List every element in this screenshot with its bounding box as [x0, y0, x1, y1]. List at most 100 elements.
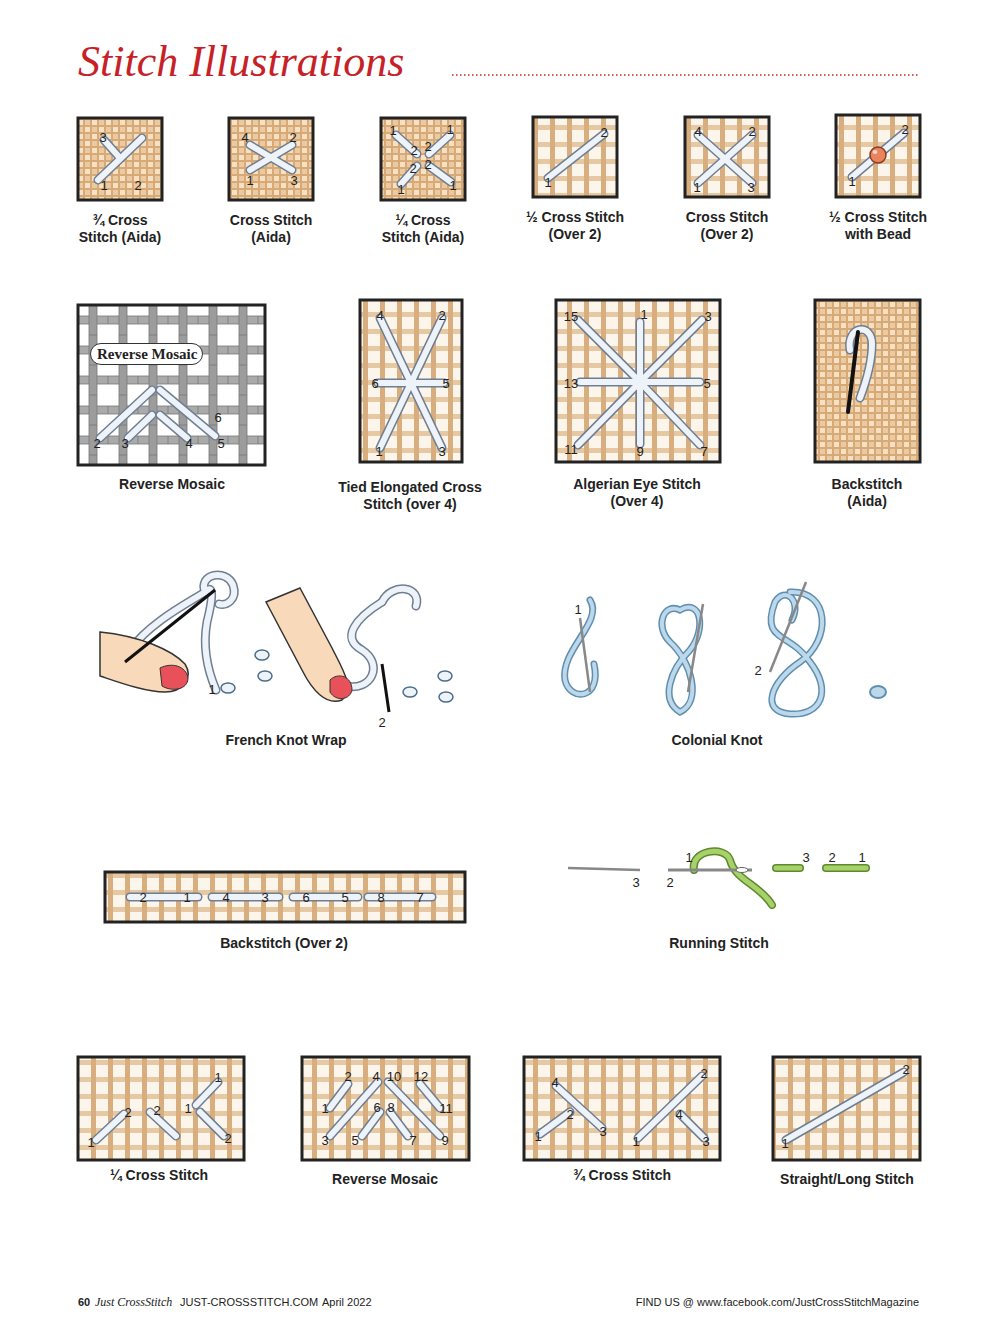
thread: [826, 866, 866, 871]
thread: [196, 1082, 218, 1105]
callout-number: 4: [241, 131, 248, 144]
thread: [548, 134, 604, 178]
stitch-caption: Backstitch (Aida): [817, 476, 917, 510]
tag-text: Reverse Mosaic: [97, 345, 196, 363]
callout-number: 2: [748, 125, 755, 138]
thread: [698, 135, 752, 183]
callout-number: 1: [632, 1135, 639, 1148]
callout-number: 9: [441, 1134, 448, 1147]
thread: [580, 379, 640, 385]
thread: [786, 1072, 904, 1140]
thread: [698, 135, 752, 183]
thread: [204, 575, 234, 604]
thread: [330, 1084, 348, 1108]
callout-number: 2: [754, 664, 761, 677]
thread-stroke: [96, 133, 904, 1140]
fabric-panels: [78, 115, 920, 1160]
callout-number: 1: [100, 179, 107, 192]
thread: [330, 1084, 348, 1108]
callout-number: 2: [93, 437, 100, 450]
footer-text: April 2022: [322, 1297, 372, 1308]
thread: [250, 145, 292, 170]
title-rule: [452, 74, 918, 76]
callout-number: 1: [534, 1130, 541, 1143]
stitch-caption: ¾ Cross Stitch (Aida): [73, 212, 168, 246]
callout-number: 5: [341, 891, 348, 904]
thread: [200, 1112, 224, 1136]
thread: [640, 320, 702, 382]
thread: [680, 1114, 704, 1138]
callout-number: 2: [700, 1067, 707, 1080]
thread: [578, 320, 640, 382]
callout-number: 1: [375, 445, 382, 458]
callout-number: 4: [185, 437, 192, 450]
stitch-caption: Colonial Knot: [617, 732, 817, 749]
callout-number: 3: [290, 174, 297, 187]
callout-number: 5: [351, 1134, 358, 1147]
callout-number: 2: [438, 309, 445, 322]
stitch-caption: Straight/Long Stitch: [747, 1171, 947, 1188]
thread: [98, 138, 142, 180]
footer-text: Just CrossStitch: [95, 1296, 172, 1308]
callout-number: 6: [214, 411, 221, 424]
stitch-caption: French Knot Wrap: [186, 732, 386, 749]
callout-number: 4: [551, 1076, 558, 1089]
thread: [540, 1112, 570, 1134]
callout-number: 2: [901, 123, 908, 136]
stitch-caption: Backstitch (Over 2): [184, 935, 384, 952]
callout-number: 1: [183, 891, 190, 904]
callout-number: 1: [858, 851, 865, 864]
callout-number: 7: [700, 445, 707, 458]
stitch-caption: ¾ Cross Stitch: [522, 1167, 722, 1184]
callout-number: 1: [184, 1102, 191, 1115]
callout-number: 2: [902, 1063, 909, 1076]
thread: [776, 864, 800, 872]
callout-number: 9: [636, 445, 643, 458]
stitch-caption: Tied Elongated Cross Stitch (over 4): [335, 479, 485, 513]
thread: [160, 415, 187, 438]
callout-number: 3: [599, 1125, 606, 1138]
thread: [388, 1082, 440, 1136]
callout-number: 1: [214, 1071, 221, 1084]
thread: [200, 1112, 224, 1136]
thread: [250, 145, 292, 170]
stitch-caption: ¼ Cross Stitch: [59, 1167, 259, 1184]
callout-number: 3: [438, 445, 445, 458]
thread: [852, 133, 904, 177]
callout-number: 3: [632, 876, 639, 889]
callout-number: 2: [134, 179, 141, 192]
callout-number: 3: [704, 310, 711, 323]
stitch-caption: ½ Cross Stitch with Bead: [821, 209, 936, 243]
callout-number: 3: [802, 851, 809, 864]
thread: [578, 320, 640, 382]
running-thread: [694, 851, 866, 905]
callout-number: 8: [387, 1101, 394, 1114]
thread: [420, 1084, 440, 1108]
callout-number: 11: [439, 1102, 453, 1115]
thread: [429, 166, 451, 182]
callout-number: 1: [693, 181, 700, 194]
callout-number: 3: [261, 891, 268, 904]
thread: [556, 1086, 602, 1128]
callout-number: 8: [377, 891, 384, 904]
stitch-caption: Reverse Mosaic: [92, 476, 252, 493]
callout-number: 3: [321, 1134, 328, 1147]
callout-number: 1: [208, 683, 215, 696]
thread: [160, 415, 187, 438]
callout-number: 12: [414, 1070, 428, 1083]
thread: [429, 135, 450, 154]
thread: [100, 390, 152, 438]
thread: [250, 145, 292, 170]
callout-number: 10: [387, 1070, 401, 1083]
thread: [390, 1112, 408, 1136]
stitch-caption: Algerian Eye Stitch (Over 4): [557, 476, 717, 510]
thread: [540, 1112, 570, 1134]
callout-number: 1: [246, 174, 253, 187]
thread: [698, 135, 752, 183]
callout-number: 2: [566, 1108, 573, 1121]
footer-text: FIND US @ www.facebook.com/JustCrossStit…: [636, 1297, 919, 1308]
callout-number: 2: [344, 1070, 351, 1083]
callout-number: 2: [600, 126, 607, 139]
callout-number: 2: [666, 876, 673, 889]
